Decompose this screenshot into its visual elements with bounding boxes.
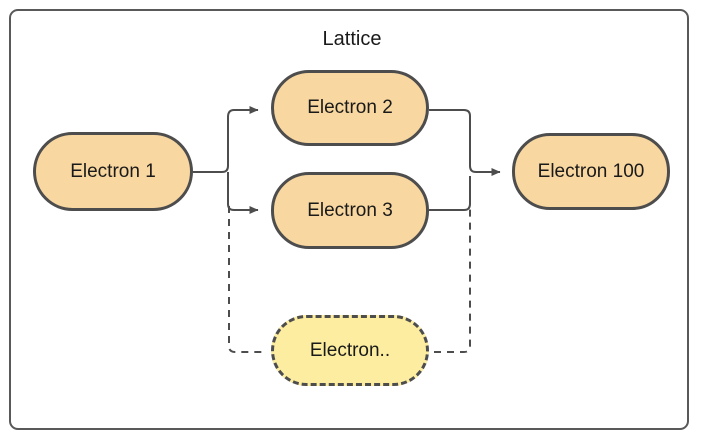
- node-electron-2[interactable]: Electron 2: [271, 70, 429, 146]
- node-electron-ellipsis[interactable]: Electron..: [271, 315, 429, 386]
- node-electron-1[interactable]: Electron 1: [33, 132, 193, 211]
- node-electron-100[interactable]: Electron 100: [512, 133, 670, 210]
- node-electron-3[interactable]: Electron 3: [271, 172, 429, 249]
- diagram-title: Lattice: [322, 28, 382, 50]
